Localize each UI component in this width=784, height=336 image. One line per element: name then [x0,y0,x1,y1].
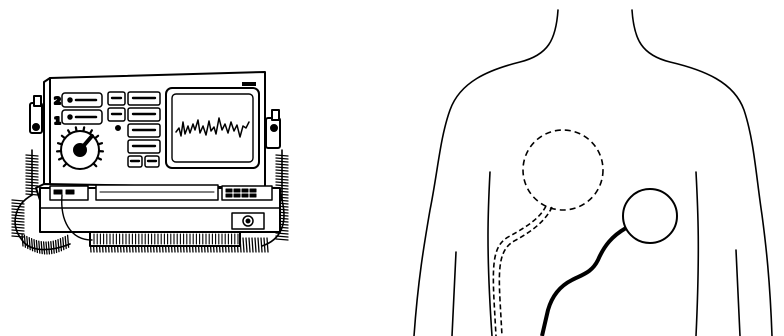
coil-turn [29,238,30,250]
coil-turn [12,215,24,216]
coil-turn [252,238,253,252]
coil-turn [258,238,259,252]
defibrillator: 2 1 [12,72,288,254]
coil-turn [32,239,33,251]
brand-badge [242,82,256,86]
ecg-monitor [166,82,259,168]
coil-turn [63,238,64,250]
coil-turn [26,170,38,171]
coil-turn [12,206,24,207]
dial-tick [97,158,101,160]
coil-turn [60,239,61,251]
coil-turn [261,238,262,252]
coil-turn [22,234,23,246]
coil-turn [276,182,288,183]
coil-turn [26,185,38,186]
coil-turn [276,185,288,186]
right-paddle-holder [266,110,280,148]
coil-turn [276,176,288,177]
coil-turn [12,212,24,213]
coil-turn [26,167,38,168]
coil-turn [48,242,49,254]
coil-turn [246,238,247,252]
step-2-label: 2 [54,96,61,107]
step-1-label: 1 [54,116,61,127]
coil-turn [255,238,256,252]
coil-turn [249,238,250,252]
indicator-lamp [116,126,120,130]
coil-turn [264,238,265,252]
dial-tick [58,143,62,144]
coil-turn [12,224,24,225]
coil-turn [26,155,38,156]
coil-turn [276,179,288,180]
coil-turn [276,239,288,240]
coil-turn [276,164,288,165]
coil-turn [12,200,24,201]
coil-turn [26,176,38,177]
base-grille [90,232,240,246]
coil-turn [267,238,268,252]
right-keypad [222,186,272,200]
dial-tick [98,143,102,144]
anterior-pad [542,189,677,336]
coil-turn [53,241,54,253]
base-unit [36,184,282,232]
coil-turn [243,238,244,252]
coil-turn [12,209,24,210]
coil-turn [276,161,288,162]
torso-outline [414,10,772,336]
coil-turn [12,233,24,234]
coil-turn [26,182,38,183]
coil-turn [41,242,42,254]
coil-turn [27,236,28,248]
coil-turn [26,194,38,195]
coil-turn [34,240,35,252]
coil-turn [276,173,288,174]
coil-turn [276,155,288,156]
coil-turn [44,242,45,254]
left-paddle-holder [30,96,42,133]
coil-turn [65,236,66,248]
coil-turn [12,218,24,219]
coil-turn [39,241,40,253]
coil-turn [276,170,288,171]
coil-turn [12,230,24,231]
dial-tick [83,127,84,131]
coil-turn [36,240,37,252]
coil-turn [46,242,47,254]
coil-turn [12,227,24,228]
coil-turn [26,173,38,174]
coil-turn [26,158,38,159]
coil-turn [12,221,24,222]
coil-turn [276,233,288,234]
coil-turn [56,240,57,252]
coil-turn [26,164,38,165]
dial-tick [76,127,77,131]
coil-turn [58,240,59,252]
coil-turn [276,167,288,168]
coil-turn [276,158,288,159]
dial-tick [59,158,63,160]
coil-turn [26,179,38,180]
coil-turn [51,242,52,254]
coil-turn [26,161,38,162]
